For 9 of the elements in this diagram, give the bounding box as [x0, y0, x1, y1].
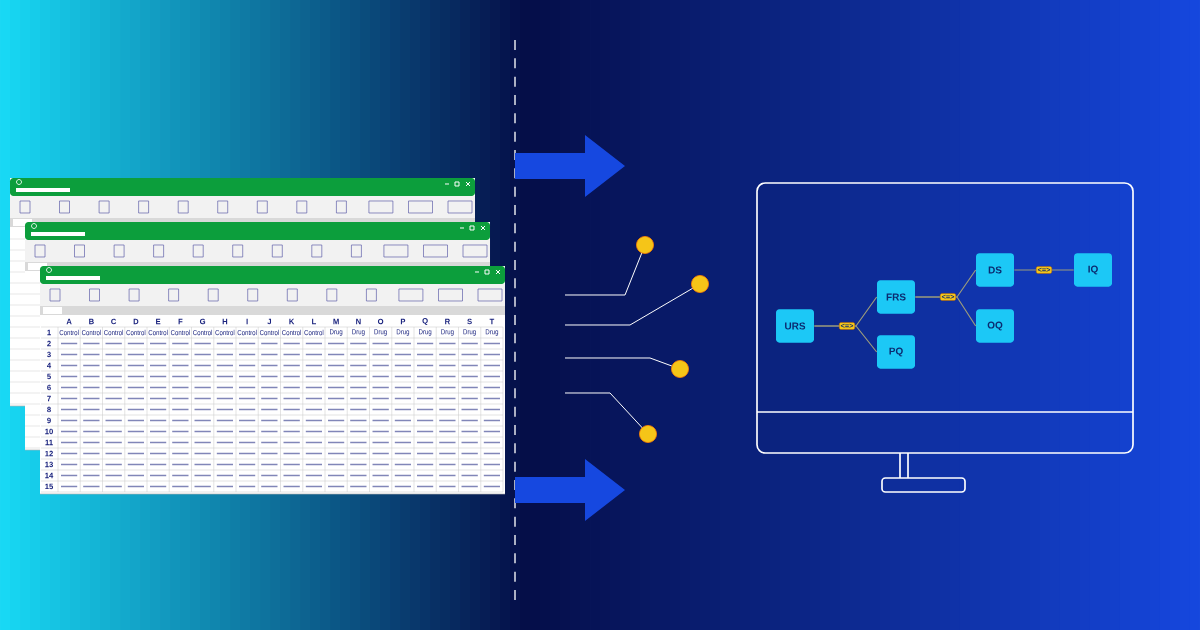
connector-line [914, 296, 977, 327]
process-box: URS [776, 309, 814, 343]
connector-line [813, 325, 878, 353]
process-box: OQ [976, 309, 1014, 343]
process-box: FRS [877, 280, 915, 314]
process-box: DS [976, 253, 1014, 287]
process-box: PQ [877, 335, 915, 369]
process-box: IQ [1074, 253, 1112, 287]
connector-line [1013, 269, 1075, 271]
